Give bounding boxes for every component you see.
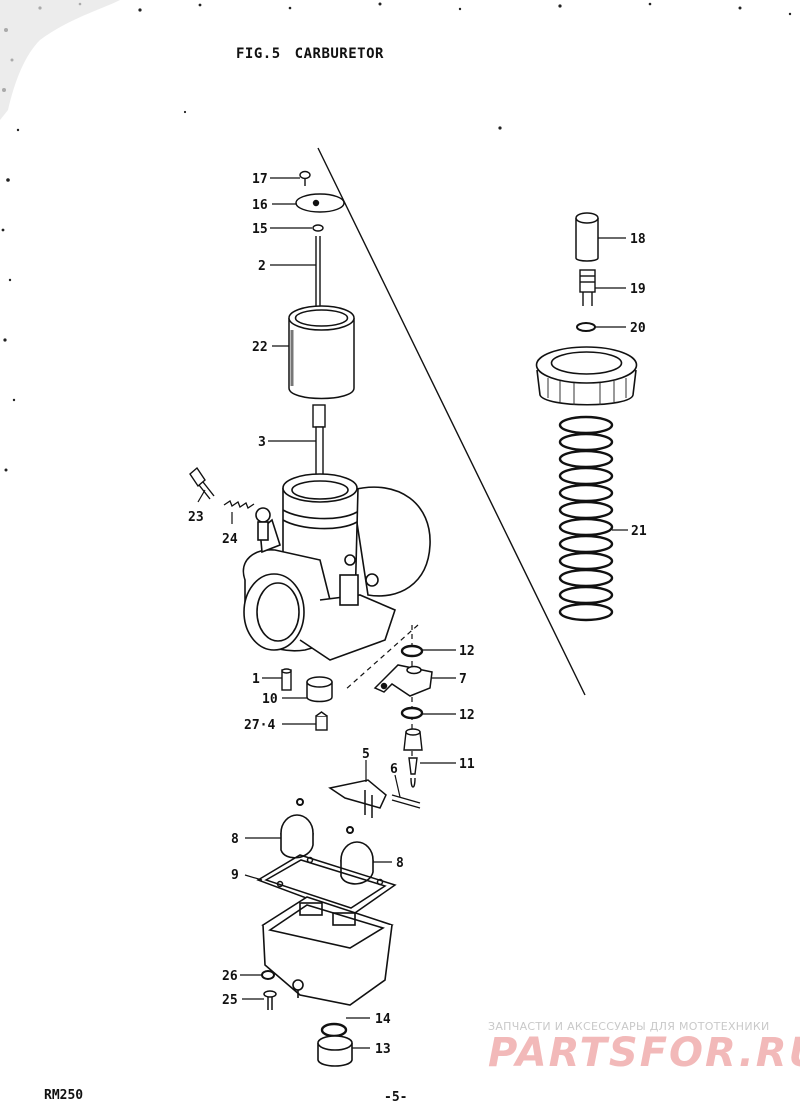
label-21: 21 [631, 524, 647, 539]
scan-shadow [0, 0, 120, 120]
figure-title: FIG.5 CARBURETOR [236, 46, 398, 62]
label-12-upper: 12 [459, 644, 475, 659]
spring-21 [558, 415, 614, 622]
label-5: 5 [362, 747, 370, 762]
pin-6 [391, 794, 421, 809]
float-bowl [261, 896, 394, 1006]
watermark-tagline: ЗАПЧАСТИ И АКСЕССУАРЫ ДЛЯ МОТОТЕХНИКИ [488, 1020, 770, 1033]
scan-noise [1, 2, 792, 472]
label-20: 20 [630, 321, 646, 336]
adjuster-19 [579, 269, 596, 306]
float-8-right [340, 841, 374, 885]
pilot-jet-1 [281, 668, 292, 691]
carburetor-body [242, 473, 431, 661]
label-15: 15 [252, 222, 268, 237]
label-24: 24 [222, 532, 238, 547]
washer-20 [576, 322, 596, 332]
float-arm-5 [328, 779, 387, 818]
label-18: 18 [630, 232, 646, 247]
drain-screw-26 [261, 970, 275, 980]
plug-13 [317, 1035, 353, 1067]
label-3: 3 [258, 435, 266, 450]
throttle-valve-22 [288, 305, 355, 400]
assembly-guide-line [317, 147, 586, 696]
float-8-left [280, 814, 314, 859]
label-9: 9 [231, 868, 239, 883]
watermark-logo: PARTSFOR.RU [488, 1030, 800, 1076]
screw-25 [263, 990, 277, 1010]
washer-12-lower [400, 706, 424, 720]
label-12-lower: 12 [459, 708, 475, 723]
label-16: 16 [252, 198, 268, 213]
washer-12-upper [400, 644, 424, 658]
label-25: 25 [222, 993, 238, 1008]
air-screw-23 [189, 466, 215, 500]
leader-lines [197, 177, 628, 1049]
o-ring-14 [320, 1022, 348, 1038]
label-8-right: 8 [396, 856, 404, 871]
label-7: 7 [459, 672, 467, 687]
label-23: 23 [188, 510, 204, 525]
cap-10 [306, 676, 333, 703]
top-cap [535, 346, 638, 406]
label-10: 10 [262, 692, 278, 707]
jet-needle-2 [315, 236, 321, 315]
spring-24 [223, 500, 255, 509]
label-8-left: 8 [231, 832, 239, 847]
label-22: 22 [252, 340, 268, 355]
label-13: 13 [375, 1042, 391, 1057]
label-14: 14 [375, 1012, 391, 1027]
main-jet-27-4 [315, 711, 328, 731]
valve-seat-11 [403, 728, 423, 788]
clip-15 [312, 224, 324, 232]
cap-18 [575, 212, 599, 262]
needle-jet-3 [312, 404, 326, 483]
screw-17 [299, 170, 311, 186]
page-number: -5- [384, 1090, 408, 1105]
part-labels: 17 16 15 2 22 3 23 24 1 10 27·4 18 19 20… [188, 172, 647, 1057]
label-1: 1 [252, 672, 260, 687]
label-2: 2 [258, 259, 266, 274]
label-27-4: 27·4 [244, 718, 275, 733]
label-26: 26 [222, 969, 238, 984]
figure-name: CARBURETOR [294, 46, 384, 62]
figure-number: FIG.5 [236, 46, 281, 62]
label-17: 17 [252, 172, 268, 187]
plate-16 [295, 193, 345, 213]
label-11: 11 [459, 757, 475, 772]
plate-7 [373, 664, 433, 697]
label-19: 19 [630, 282, 646, 297]
model-code: RM250 [44, 1088, 84, 1103]
label-6: 6 [390, 762, 398, 777]
small-rings [296, 798, 354, 834]
